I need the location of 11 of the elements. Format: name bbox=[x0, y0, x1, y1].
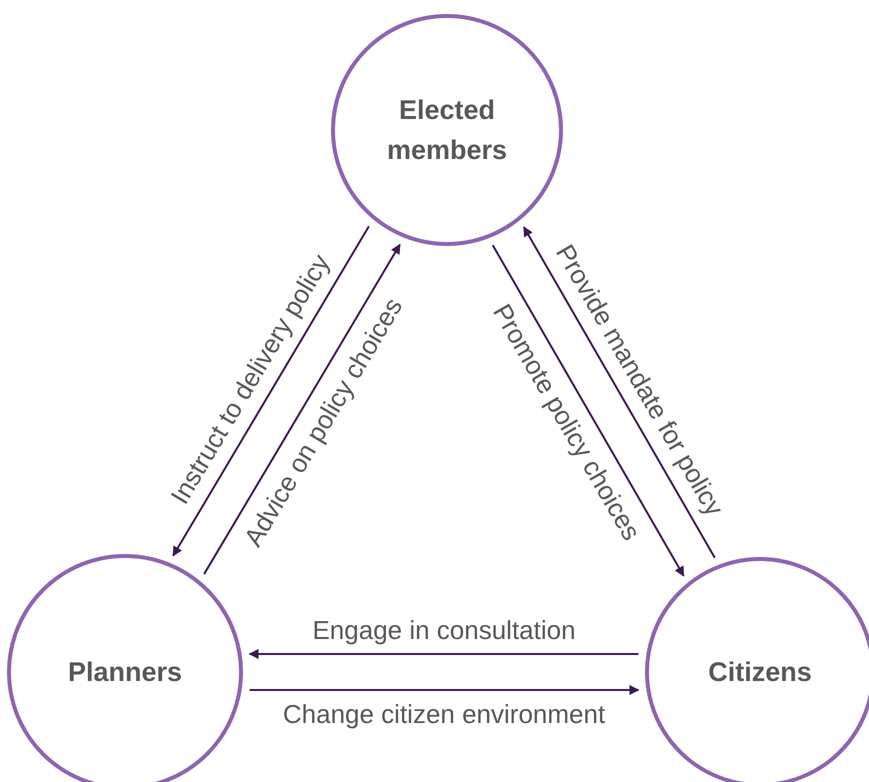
arrow bbox=[203, 244, 401, 575]
edge-label: Change citizen environment bbox=[282, 701, 606, 727]
arrow bbox=[172, 226, 370, 557]
arrow bbox=[250, 685, 640, 695]
edge-label: Engage in consultation bbox=[312, 617, 576, 643]
node-label: Elected members bbox=[386, 94, 508, 167]
arrow bbox=[523, 226, 716, 558]
arrow bbox=[248, 649, 638, 659]
node-label: Citizens bbox=[707, 656, 813, 689]
arrow bbox=[492, 244, 684, 577]
node-label: Planners bbox=[66, 656, 184, 689]
